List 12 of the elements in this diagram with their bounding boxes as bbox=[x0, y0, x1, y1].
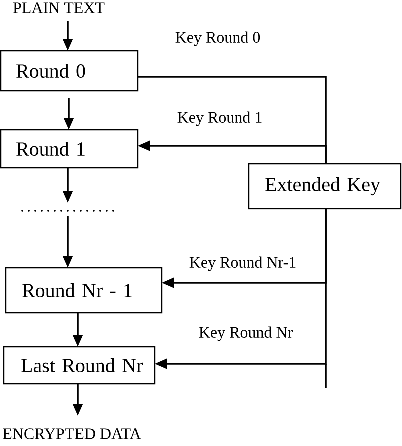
round-box: Last Round Nr bbox=[3, 346, 156, 385]
text-label: PLAIN TEXT bbox=[13, 2, 105, 14]
round-box: Round 0 bbox=[0, 50, 139, 92]
ellipsis-dots: ............... bbox=[22, 210, 114, 212]
edge-label: Key Round Nr-1 bbox=[190, 256, 296, 272]
round-box: Round Nr - 1 bbox=[5, 267, 163, 314]
round-box: Round 1 bbox=[0, 129, 139, 169]
text-label: ENCRYPTED DATA bbox=[3, 428, 142, 440]
edge-label: Key Round Nr bbox=[199, 326, 293, 342]
edge-label: Key Round 0 bbox=[176, 32, 260, 46]
key-box: Extended Key bbox=[248, 163, 402, 210]
edge-label: Key Round 1 bbox=[178, 112, 262, 126]
